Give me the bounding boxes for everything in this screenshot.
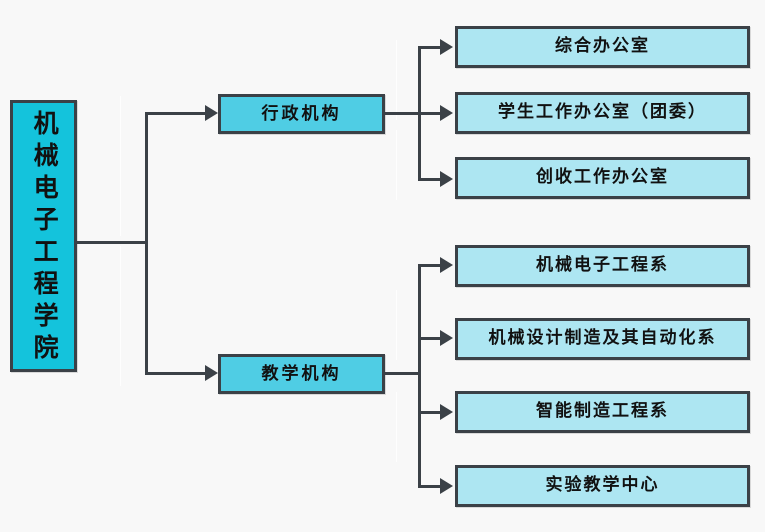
- connector-root-to-branch-2: [145, 372, 205, 375]
- arrowhead-branch-2-leaf-3: [440, 404, 453, 420]
- background-guide-line: [120, 96, 121, 236]
- background-guide-line: [396, 130, 397, 200]
- background-guide-line: [396, 290, 397, 360]
- arrowhead-root-to-branch-2: [205, 365, 218, 381]
- connector-branch-1-stem: [385, 112, 420, 115]
- connector-branch-2-to-leaf-2: [418, 337, 442, 340]
- connector-branch-2-trunk: [418, 264, 421, 487]
- connector-root-trunk: [145, 112, 148, 375]
- leaf-node-intelligent-manufacturing-dept[interactable]: 智能制造工程系: [455, 391, 750, 433]
- arrowhead-branch-2-leaf-4: [440, 478, 453, 494]
- branch-node-teaching[interactable]: 教学机构: [218, 354, 385, 394]
- connector-branch-1-to-leaf-3: [418, 178, 442, 181]
- arrowhead-root-to-branch-1: [205, 105, 218, 121]
- connector-branch-1-to-leaf-2: [418, 112, 442, 115]
- connector-branch-1-to-leaf-1: [418, 46, 442, 49]
- background-guide-line: [396, 392, 397, 462]
- root-node-college[interactable]: 机械电子工程学院: [10, 100, 77, 372]
- arrowhead-branch-1-leaf-3: [440, 171, 453, 187]
- leaf-node-revenue-office[interactable]: 创收工作办公室: [455, 157, 750, 199]
- connector-branch-2-stem: [385, 372, 420, 375]
- leaf-node-experimental-teaching-center[interactable]: 实验教学中心: [455, 465, 750, 507]
- background-guide-line: [396, 40, 397, 120]
- arrowhead-branch-1-leaf-1: [440, 39, 453, 55]
- leaf-node-mechatronic-engineering-dept[interactable]: 机械电子工程系: [455, 245, 750, 287]
- leaf-node-mechanical-design-automation-dept[interactable]: 机械设计制造及其自动化系: [455, 318, 750, 360]
- background-guide-line: [120, 246, 121, 386]
- leaf-node-general-office[interactable]: 综合办公室: [455, 26, 750, 68]
- connector-branch-2-to-leaf-3: [418, 411, 442, 414]
- arrowhead-branch-1-leaf-2: [440, 105, 453, 121]
- connector-root-stem: [77, 241, 145, 244]
- leaf-node-student-affairs-office[interactable]: 学生工作办公室（团委）: [455, 92, 750, 134]
- arrowhead-branch-2-leaf-2: [440, 330, 453, 346]
- arrowhead-branch-2-leaf-1: [440, 257, 453, 273]
- connector-root-to-branch-1: [145, 112, 205, 115]
- connector-branch-2-to-leaf-1: [418, 264, 442, 267]
- connector-branch-2-to-leaf-4: [418, 485, 442, 488]
- branch-node-administrative[interactable]: 行政机构: [218, 94, 385, 134]
